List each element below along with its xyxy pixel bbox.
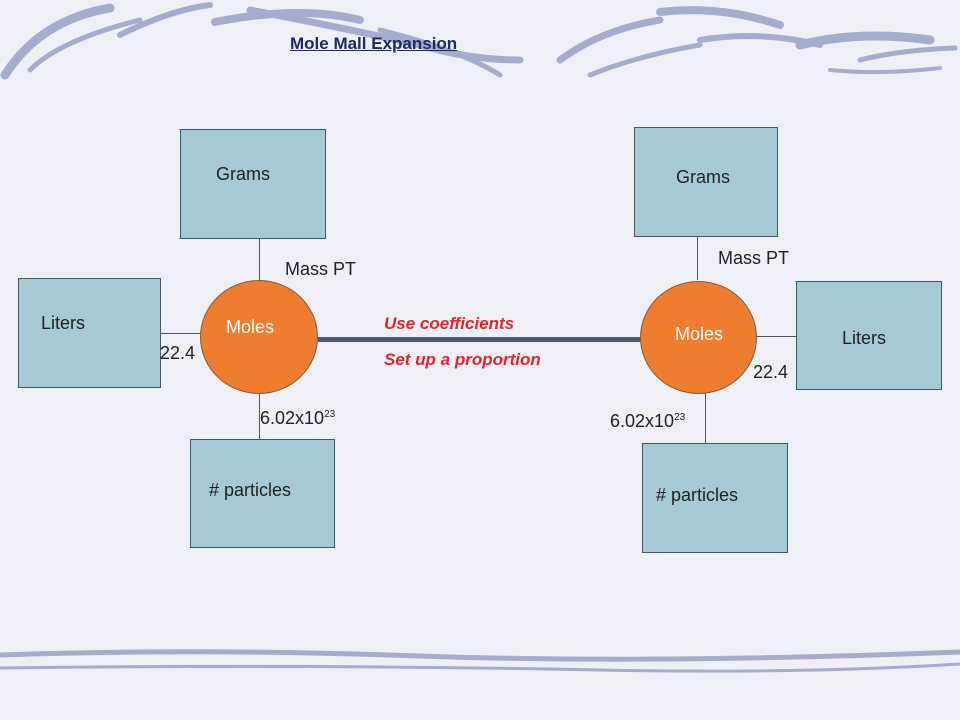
left-volume-label: 22.4	[160, 343, 196, 363]
right-particles-box	[642, 443, 788, 553]
left-liters-box	[18, 278, 161, 388]
use-coefficients-note: Use coefficients	[384, 314, 515, 333]
left-particles-connector	[259, 392, 260, 440]
slide-title: Mole Mall Expansion	[290, 34, 458, 53]
left-liters-label: Liters	[41, 313, 86, 333]
moles-bridge-line	[318, 337, 642, 342]
left-liters-connector	[160, 333, 202, 334]
left-avogadro-label: 6.02x1023	[260, 408, 335, 429]
left-grams-label: Grams	[216, 164, 270, 184]
left-moles-label: Moles	[226, 317, 275, 337]
left-moles-circle	[200, 280, 318, 394]
right-liters-connector	[755, 336, 797, 337]
right-grams-connector	[697, 236, 698, 280]
left-grams-connector	[259, 238, 260, 282]
right-grams-box	[634, 127, 778, 237]
right-particles-connector	[705, 393, 706, 443]
right-avogadro-label: 6.02x1023	[610, 411, 685, 432]
left-mass-pt-label: Mass PT	[285, 259, 357, 279]
proportion-note: Set up a proportion	[384, 350, 541, 369]
right-moles-label: Moles	[675, 324, 724, 344]
right-grams-label: Grams	[676, 167, 730, 187]
right-liters-box	[796, 281, 942, 390]
left-particles-box	[190, 439, 335, 548]
left-avogadro-exponent: 23	[324, 409, 336, 420]
right-liters-label: Liters	[842, 328, 887, 348]
left-grams-box	[180, 129, 326, 239]
right-particles-label: # particles	[656, 485, 739, 505]
right-avogadro-exponent: 23	[674, 412, 686, 423]
left-avogadro-base: 6.02x10	[260, 408, 325, 428]
right-mass-pt-label: Mass PT	[718, 248, 790, 268]
left-particles-label: # particles	[209, 480, 292, 500]
right-volume-label: 22.4	[753, 362, 789, 382]
right-moles-circle	[640, 281, 757, 394]
right-avogadro-base: 6.02x10	[610, 411, 675, 431]
